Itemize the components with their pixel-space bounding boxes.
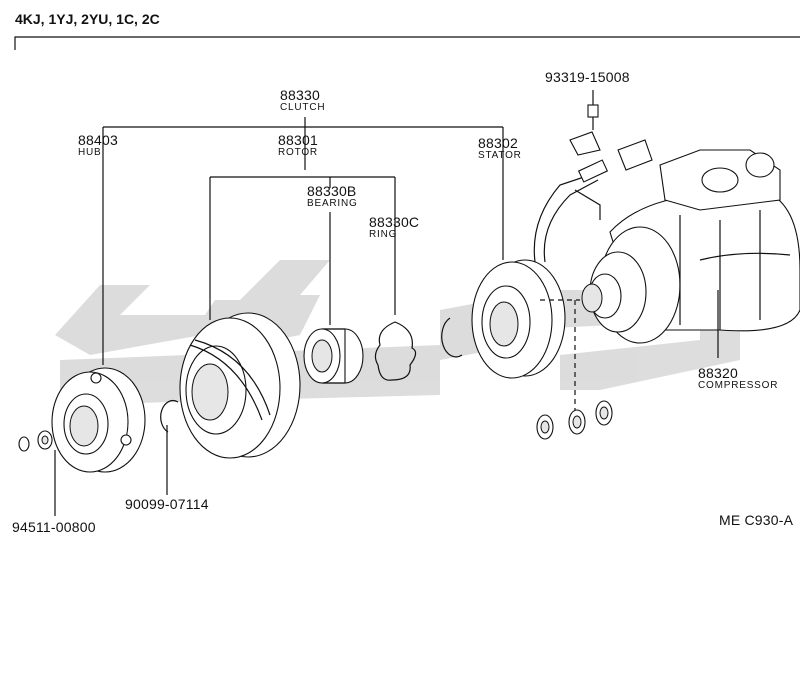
bolt-part <box>569 90 601 156</box>
rotor-part <box>179 312 301 459</box>
compressor-part-name: COMPRESSOR <box>698 380 779 391</box>
hub-part <box>51 367 146 473</box>
bearing-part-name: BEARING <box>307 198 358 209</box>
header-bracket <box>14 36 800 50</box>
figure-code: ME C930-A <box>719 512 794 528</box>
bolt-part-number: 93319-15008 <box>545 69 630 85</box>
wire-harness <box>533 139 653 263</box>
snap-ring-part <box>160 399 179 433</box>
stator-snap-ring <box>441 317 463 358</box>
stator-part-number: 88302 <box>478 135 518 151</box>
shims-part <box>536 400 613 440</box>
stator-part <box>471 259 566 379</box>
compressor-part-number: 88320 <box>698 365 738 381</box>
clutch-leader-lines <box>102 117 504 365</box>
hub-part-name: HUB <box>78 147 102 158</box>
ring-part-number: 88330C <box>369 214 420 230</box>
clutch-part-name: CLUTCH <box>280 102 326 113</box>
clutch-part-number: 88330 <box>280 87 320 103</box>
rotor-part-name: ROTOR <box>278 147 318 158</box>
ring-part-name: RING <box>369 229 398 240</box>
bearing-part <box>303 328 364 384</box>
model-list: 4KJ, 1YJ, 2YU, 1C, 2C <box>15 11 160 27</box>
hub-part-number: 88403 <box>78 132 118 148</box>
nut-part <box>18 430 53 452</box>
snap-ring-part-number: 90099-07114 <box>125 496 209 512</box>
stator-part-name: STATOR <box>478 150 522 161</box>
nut-part-number: 94511-00800 <box>12 519 96 535</box>
ring-part <box>374 321 417 381</box>
center-dash-line <box>540 299 580 412</box>
compressor-part <box>581 149 800 344</box>
rotor-part-number: 88301 <box>278 132 318 148</box>
rotor-leader-lines <box>209 176 396 325</box>
bearing-part-number: 88330B <box>307 183 357 199</box>
